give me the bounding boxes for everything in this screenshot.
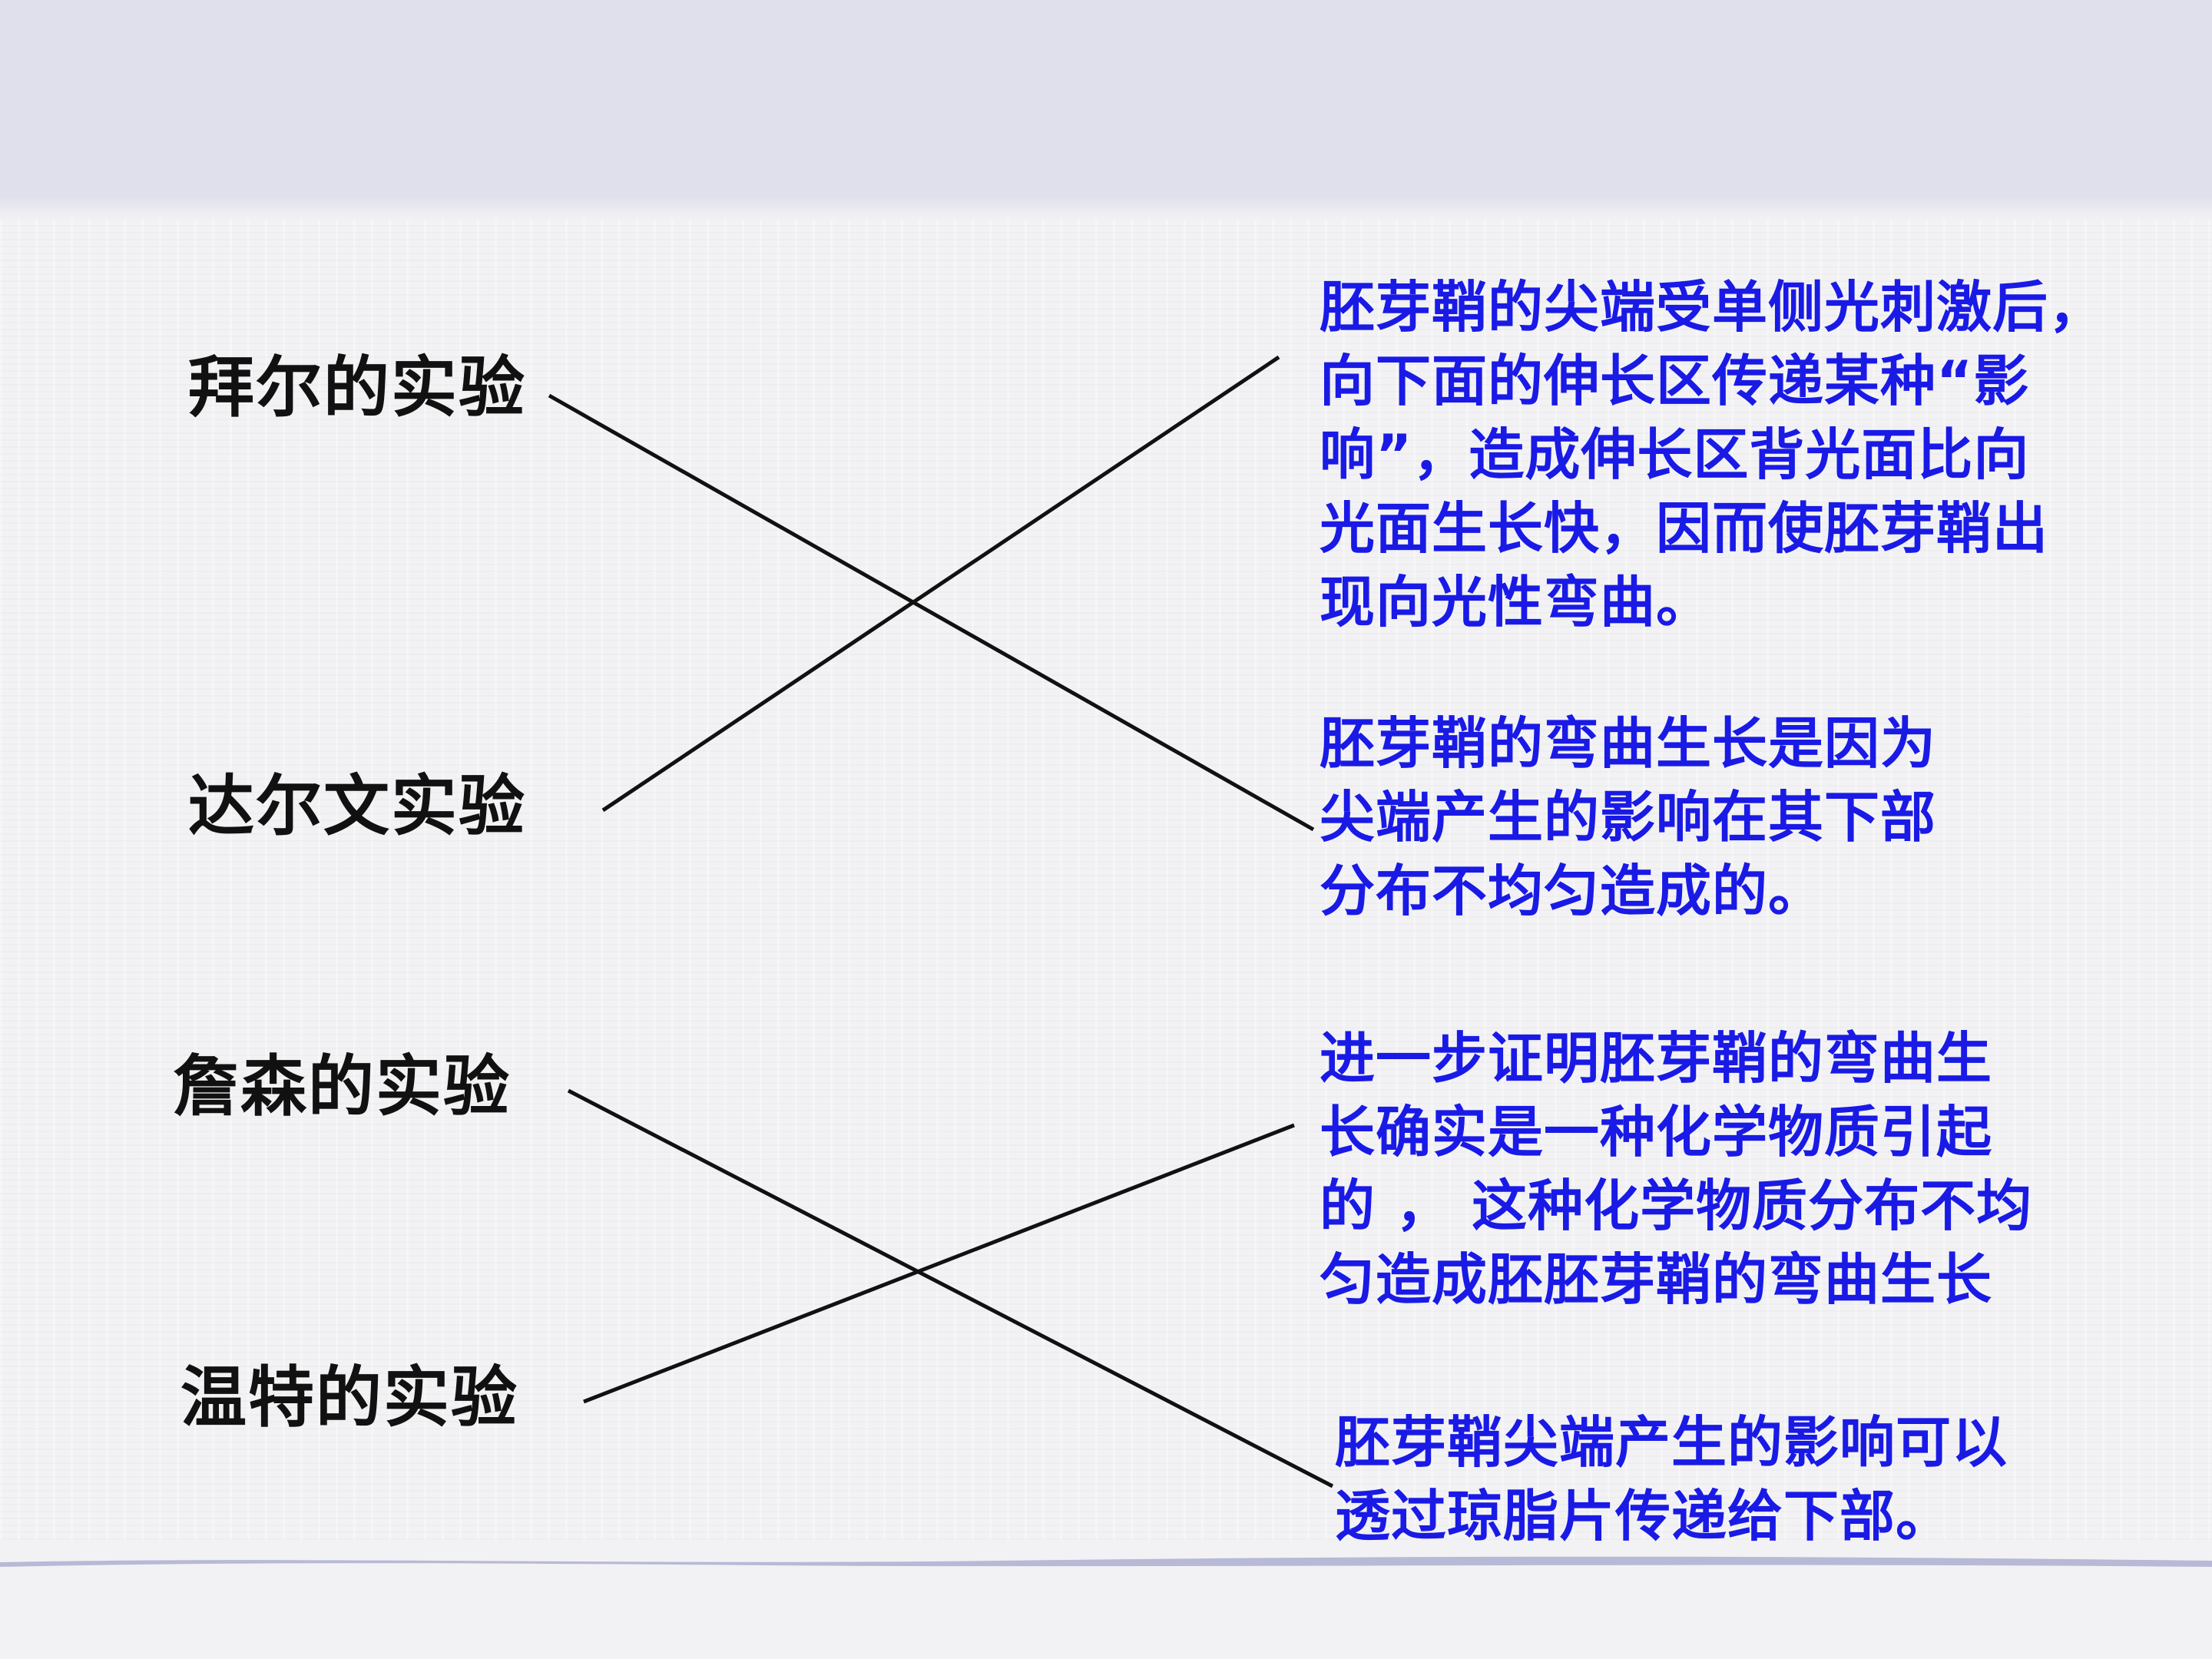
connector-darwin-to-t1 xyxy=(601,355,1280,813)
description-t2: 胚芽鞘的弯曲生长是因为 尖端产生的影响在其下部 分布不均匀造成的。 xyxy=(1320,711,1937,923)
label-darwin-experiment: 达尔文实验 xyxy=(188,768,526,845)
connector-jensen-to-t4 xyxy=(567,1088,1334,1488)
description-t3: 进一步证明胚芽鞘的弯曲生 长确实是一种化学物质引起 的 ， 这种化学物质分布不均… xyxy=(1320,1026,2033,1312)
description-t4: 胚芽鞘尖端产生的影响可以 透过琼脂片传递给下部。 xyxy=(1335,1410,2008,1548)
paper-texture xyxy=(0,219,2212,1540)
footer-rule xyxy=(0,1556,2212,1567)
label-bayer-experiment: 拜尔的实验 xyxy=(188,349,526,426)
header-band-edge xyxy=(0,196,2212,219)
connector-bayer-to-t2 xyxy=(548,393,1315,832)
label-went-experiment: 温特的实验 xyxy=(180,1359,518,1436)
label-jensen-experiment: 詹森的实验 xyxy=(173,1048,511,1125)
connector-went-to-t3 xyxy=(583,1123,1295,1404)
header-band xyxy=(0,0,2212,211)
description-t1: 胚芽鞘的尖端受单侧光刺激后， 向下面的伸长区传递某种“影 响”，造成伸长区背光面… xyxy=(1320,275,2105,634)
